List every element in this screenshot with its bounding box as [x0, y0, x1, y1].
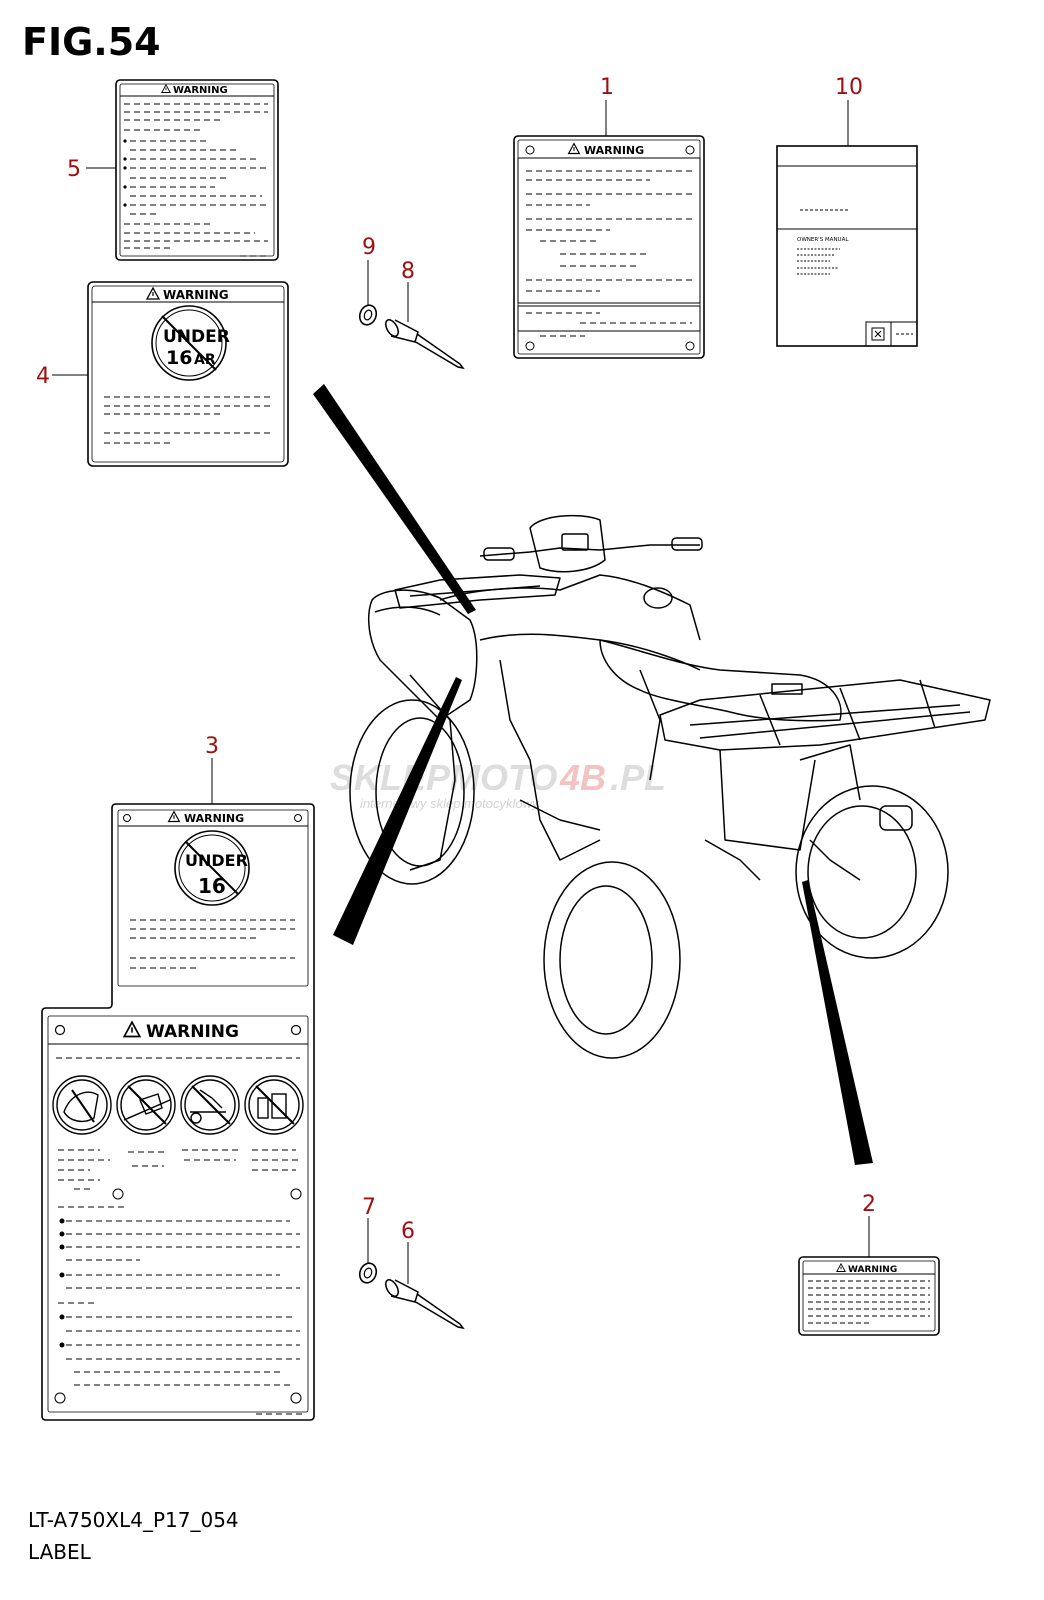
- watermark-brand-c: .PL: [610, 757, 666, 798]
- label-3-upper-warning: WARNING: [184, 812, 244, 825]
- callout-7: 7: [362, 1195, 376, 1220]
- owners-manual-title: OWNER'S MANUAL: [797, 237, 849, 243]
- callout-numbers: 1 2 3 4 5 6 7 8 9 10: [36, 75, 876, 1244]
- callout-1: 1: [600, 75, 614, 100]
- prohibition-icon-3: [180, 1075, 240, 1135]
- callout-leaders: [52, 100, 870, 1284]
- label-3: WARNING UNDER 16 WARNING: [41, 803, 315, 1421]
- callout-3: 3: [205, 734, 219, 759]
- label-5-warning: WARNING: [173, 85, 228, 96]
- label-2: WARNING: [798, 1256, 940, 1336]
- part-8-rivet: [385, 319, 465, 370]
- label-4-age: 16: [166, 347, 192, 369]
- figure-title: FIG.54: [22, 20, 161, 64]
- callout-6: 6: [401, 1219, 415, 1244]
- callout-9: 9: [362, 235, 376, 260]
- callout-8: 8: [401, 259, 415, 284]
- atv-drawing: [349, 514, 991, 1059]
- diagram-caption: LABEL: [28, 1540, 91, 1564]
- callout-4: 4: [36, 364, 50, 389]
- part-9-washer: [358, 304, 378, 326]
- label-2-warning: WARNING: [848, 1265, 897, 1275]
- part-7-washer: [358, 1262, 378, 1284]
- prohibition-icon-4: [244, 1075, 304, 1135]
- watermark-brand-a: SKLEPMOTO: [330, 757, 557, 798]
- diagram-code: LT-A750XL4_P17_054: [28, 1508, 239, 1532]
- watermark-brand-b: 4B: [559, 757, 606, 798]
- callout-2: 2: [862, 1192, 876, 1217]
- callout-5: 5: [67, 157, 81, 182]
- label-4: WARNING UNDER 16 AR: [87, 281, 289, 467]
- label-10-owners-manual: OWNER'S MANUAL: [776, 145, 918, 347]
- prohibition-icon-1: [52, 1075, 112, 1135]
- label-1-warning: WARNING: [584, 144, 644, 157]
- label-4-warning: WARNING: [163, 288, 229, 302]
- label-1: WARNING: [513, 135, 705, 359]
- callout-10: 10: [835, 75, 863, 100]
- leader-wedges: [313, 384, 873, 1165]
- label-4-under: UNDER: [163, 327, 230, 347]
- label-5: WARNING: [115, 79, 279, 261]
- label-3-under: UNDER: [185, 851, 248, 870]
- label-3-lower-warning: WARNING: [146, 1022, 239, 1042]
- watermark: SKLEPMOTO 4B .PL internetowy sklep motoc…: [330, 757, 666, 811]
- part-6-rivet: [385, 1279, 465, 1330]
- prohibition-icon-2: [116, 1075, 176, 1135]
